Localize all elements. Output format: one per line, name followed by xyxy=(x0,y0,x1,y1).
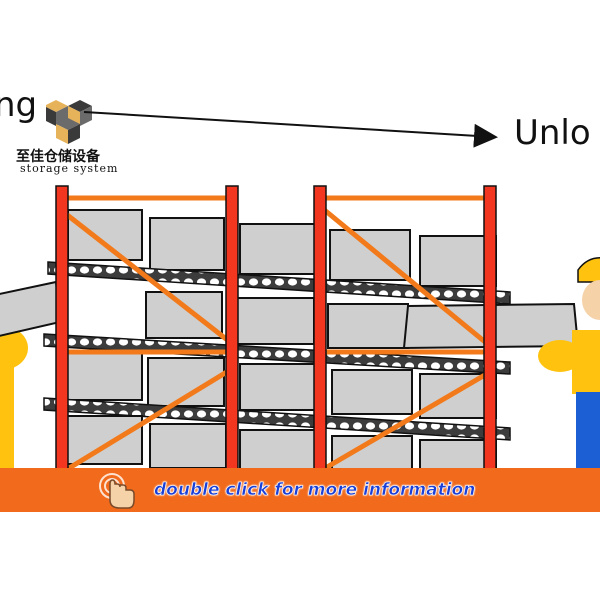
left-worker xyxy=(0,326,28,470)
banner-text[interactable]: double click for more information xyxy=(154,480,476,501)
brand-name-en: storage system xyxy=(20,162,119,175)
carton xyxy=(0,280,62,337)
carton xyxy=(145,291,223,339)
load-label: ng xyxy=(0,85,38,125)
carton xyxy=(149,217,225,271)
carton xyxy=(239,223,317,275)
cube-logo-icon xyxy=(46,100,92,144)
carton xyxy=(67,209,143,261)
carton xyxy=(235,297,315,345)
carton xyxy=(239,363,319,411)
rack-upright xyxy=(55,185,69,471)
unload-label: Unlo xyxy=(514,113,591,153)
brand-name-cn: 至佳仓储设备 xyxy=(16,149,100,165)
carton xyxy=(327,303,409,349)
rack-upright xyxy=(483,185,497,471)
carton xyxy=(239,429,319,471)
carton xyxy=(331,369,413,415)
flow-arrow xyxy=(83,111,498,148)
rack-upright xyxy=(225,185,239,471)
carton xyxy=(149,423,227,469)
pointing-hand-icon xyxy=(99,473,135,509)
right-worker xyxy=(538,257,600,472)
carton xyxy=(65,351,143,401)
rack-upright xyxy=(313,185,327,471)
carton xyxy=(65,415,143,465)
